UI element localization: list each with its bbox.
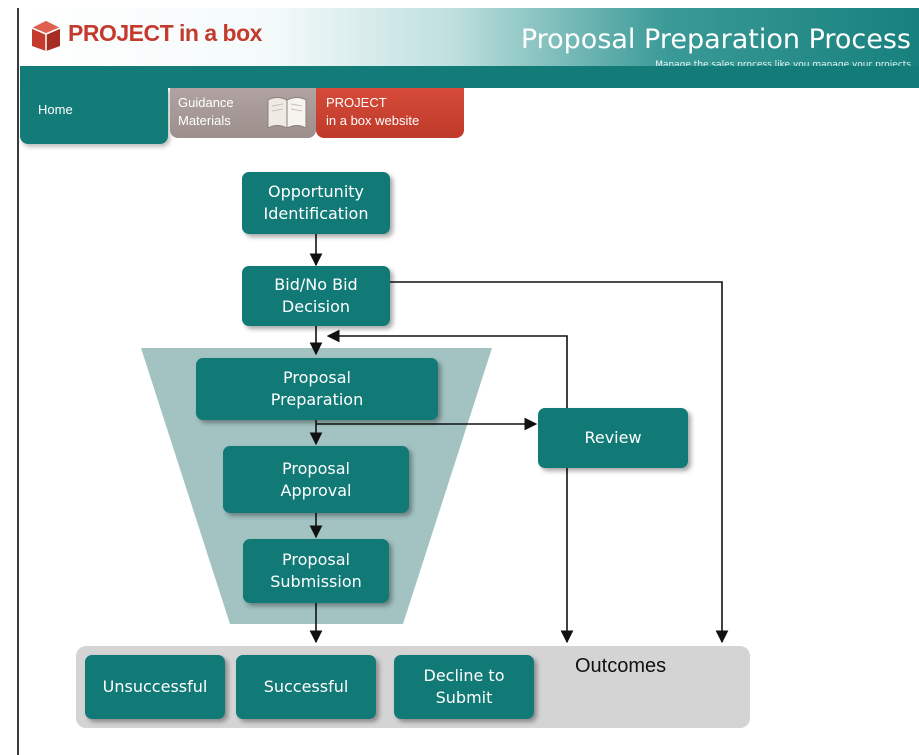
outcomes-label: Outcomes — [575, 655, 667, 677]
node-opportunity-label: Opportunity Identification — [263, 182, 369, 223]
node-unsuccessful[interactable]: Unsuccessful — [85, 655, 225, 719]
left-border — [17, 8, 19, 755]
node-proposal-preparation[interactable]: Proposal Preparation — [196, 358, 438, 420]
node-proposal-submission[interactable]: Proposal Submission — [243, 539, 389, 603]
node-review-label: Review — [584, 428, 642, 447]
node-decline-to-submit[interactable]: Decline to Submit — [394, 655, 534, 719]
node-opportunity-identification[interactable]: Opportunity Identification — [242, 172, 390, 234]
node-decline-label: Decline to Submit — [423, 666, 505, 707]
nav-guidance-materials-tab[interactable]: Guidance Materials — [170, 88, 316, 138]
node-bid-decision[interactable]: Bid/No Bid Decision — [242, 266, 390, 326]
page-subtitle: Manage the sales process like you manage… — [655, 60, 911, 70]
node-successful[interactable]: Successful — [236, 655, 376, 719]
brand-logo-text: PROJECT in a box — [68, 20, 262, 46]
node-review[interactable]: Review — [538, 408, 688, 468]
box-logo-icon — [31, 21, 61, 51]
nav-website-label-line2: in a box website — [326, 113, 420, 128]
arrow-review-to-bid — [326, 329, 568, 410]
nav-website-tab[interactable]: PROJECT in a box website — [316, 88, 464, 138]
node-successful-label: Successful — [263, 677, 349, 696]
node-bid-label: Bid/No Bid Decision — [274, 275, 358, 316]
arrow-bid-to-outcomes — [388, 281, 729, 644]
node-unsuccessful-label: Unsuccessful — [102, 677, 208, 696]
page-title: Proposal Preparation Process — [520, 24, 911, 55]
header-band — [20, 66, 919, 88]
node-preparation-label: Proposal Preparation — [270, 368, 364, 409]
nav-guidance-label-line1: Guidance — [178, 95, 234, 110]
nav-home-label: Home — [38, 102, 73, 117]
nav-home-tab[interactable]: Home — [20, 88, 168, 144]
node-approval-label: Proposal Approval — [280, 458, 352, 500]
header-banner: PROJECT in a box Proposal Preparation Pr… — [20, 8, 919, 72]
node-proposal-approval[interactable]: Proposal Approval — [223, 446, 409, 513]
open-book-icon — [267, 97, 307, 129]
nav-website-label-line1: PROJECT — [326, 95, 387, 110]
node-submission-label: Proposal Submission — [270, 550, 362, 591]
nav-guidance-label-line2: Materials — [178, 113, 231, 128]
